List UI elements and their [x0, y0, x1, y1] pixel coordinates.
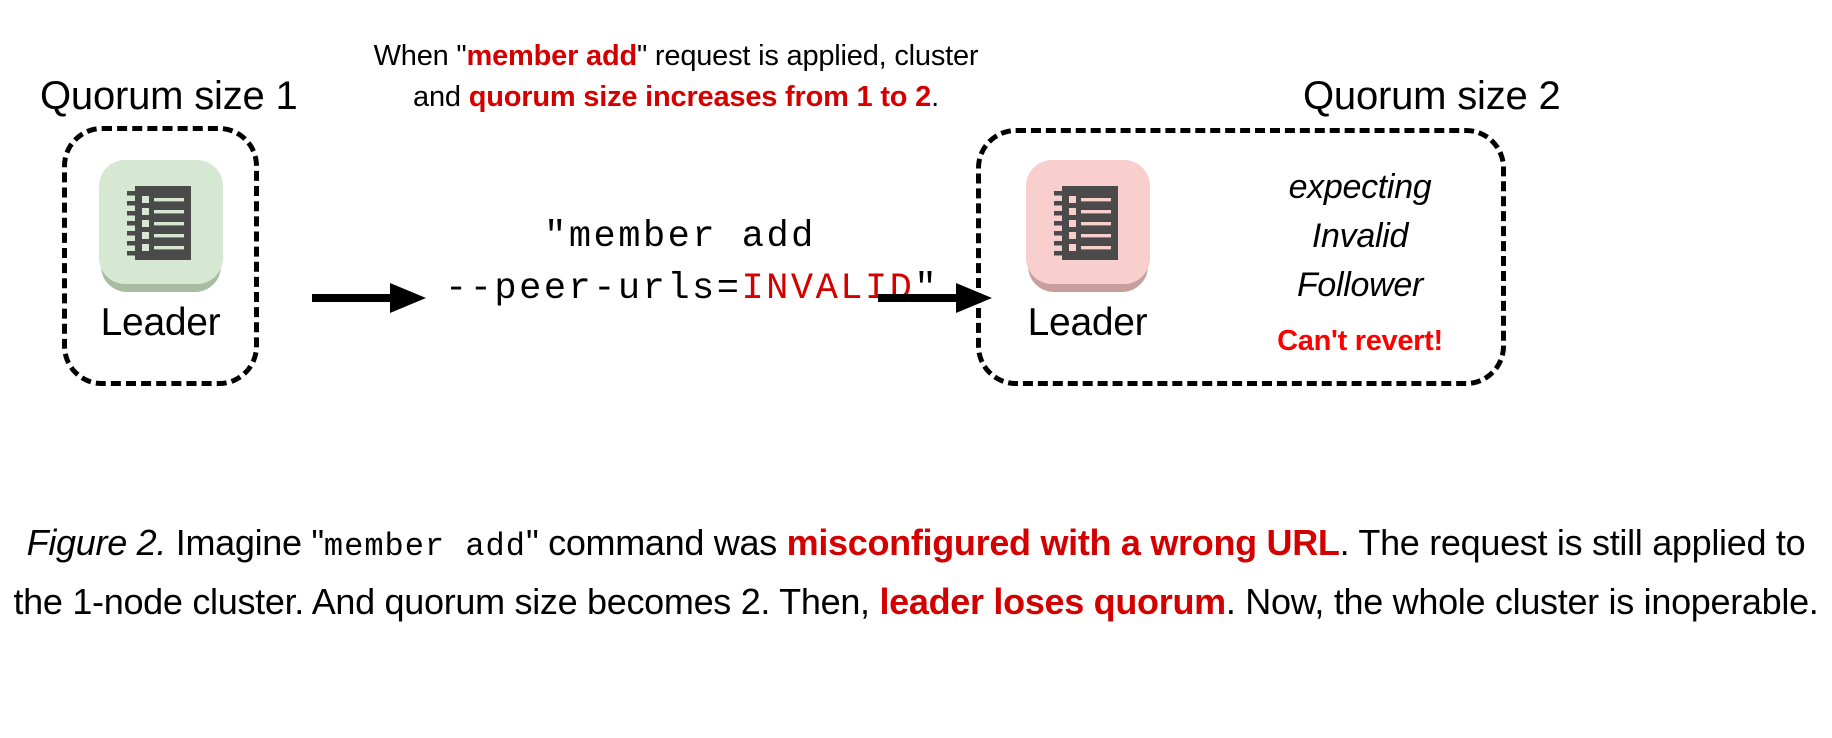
arrow-right-icon [312, 280, 430, 321]
caption-misconfigured-highlight: misconfigured with a wrong URL [786, 522, 1340, 563]
status-line-follower: Follower [1296, 266, 1424, 304]
figure-label: Figure 2. [26, 522, 167, 563]
command-text: "member add --peer-urls=INVALID" [445, 211, 937, 315]
cannot-revert-warning: Can't revert! [1277, 325, 1443, 357]
figure-caption: Figure 2. Imagine "member add" command w… [0, 515, 1832, 629]
caption-segment-7: . Now, the whole cluster is inoperable. [1225, 581, 1819, 622]
top-note-quorum-increase: quorum size increases from 1 to 2 [468, 81, 932, 113]
status-line-expecting: expecting [1288, 168, 1432, 206]
top-note-segment-5: . [931, 81, 939, 113]
top-note-member-add: member add [466, 40, 638, 72]
server-log-icon-failed [1025, 160, 1150, 292]
caption-segment-5: . The request is still applied to the 1-… [13, 522, 1806, 622]
left-node-label: Leader [100, 301, 221, 344]
server-log-icon [98, 160, 223, 292]
expected-follower-status: expecting Invalid Follower Can't revert! [1220, 163, 1500, 358]
caption-loses-quorum-highlight: leader loses quorum [879, 581, 1226, 622]
command-line-2: --peer-urls=INVALID" [445, 263, 937, 315]
right-cluster-boundary [976, 128, 1506, 386]
status-line-invalid: Invalid [1311, 217, 1409, 255]
right-node: Leader [1010, 160, 1165, 346]
command-line-1: "member add [544, 216, 816, 258]
right-node-label: Leader [1027, 301, 1148, 344]
right-quorum-heading: Quorum size 2 [1303, 74, 1561, 118]
command-flag: --peer-urls= [445, 268, 742, 310]
top-note-segment-3: " request is applied, cluster and [413, 40, 979, 113]
top-annotation-note: When "member add" request is applied, cl… [372, 36, 980, 118]
left-cluster-boundary [62, 126, 259, 386]
arrow-right-icon-2 [878, 280, 996, 321]
left-quorum-heading: Quorum size 1 [40, 74, 298, 118]
top-note-segment-1: When " [373, 40, 467, 72]
caption-segment-1: Imagine " [166, 522, 324, 563]
caption-segment-3: " command was [525, 522, 787, 563]
left-node: Leader [83, 160, 238, 346]
caption-command-mono: member add [323, 528, 526, 565]
command-invalid-value: INVALID [741, 268, 915, 310]
